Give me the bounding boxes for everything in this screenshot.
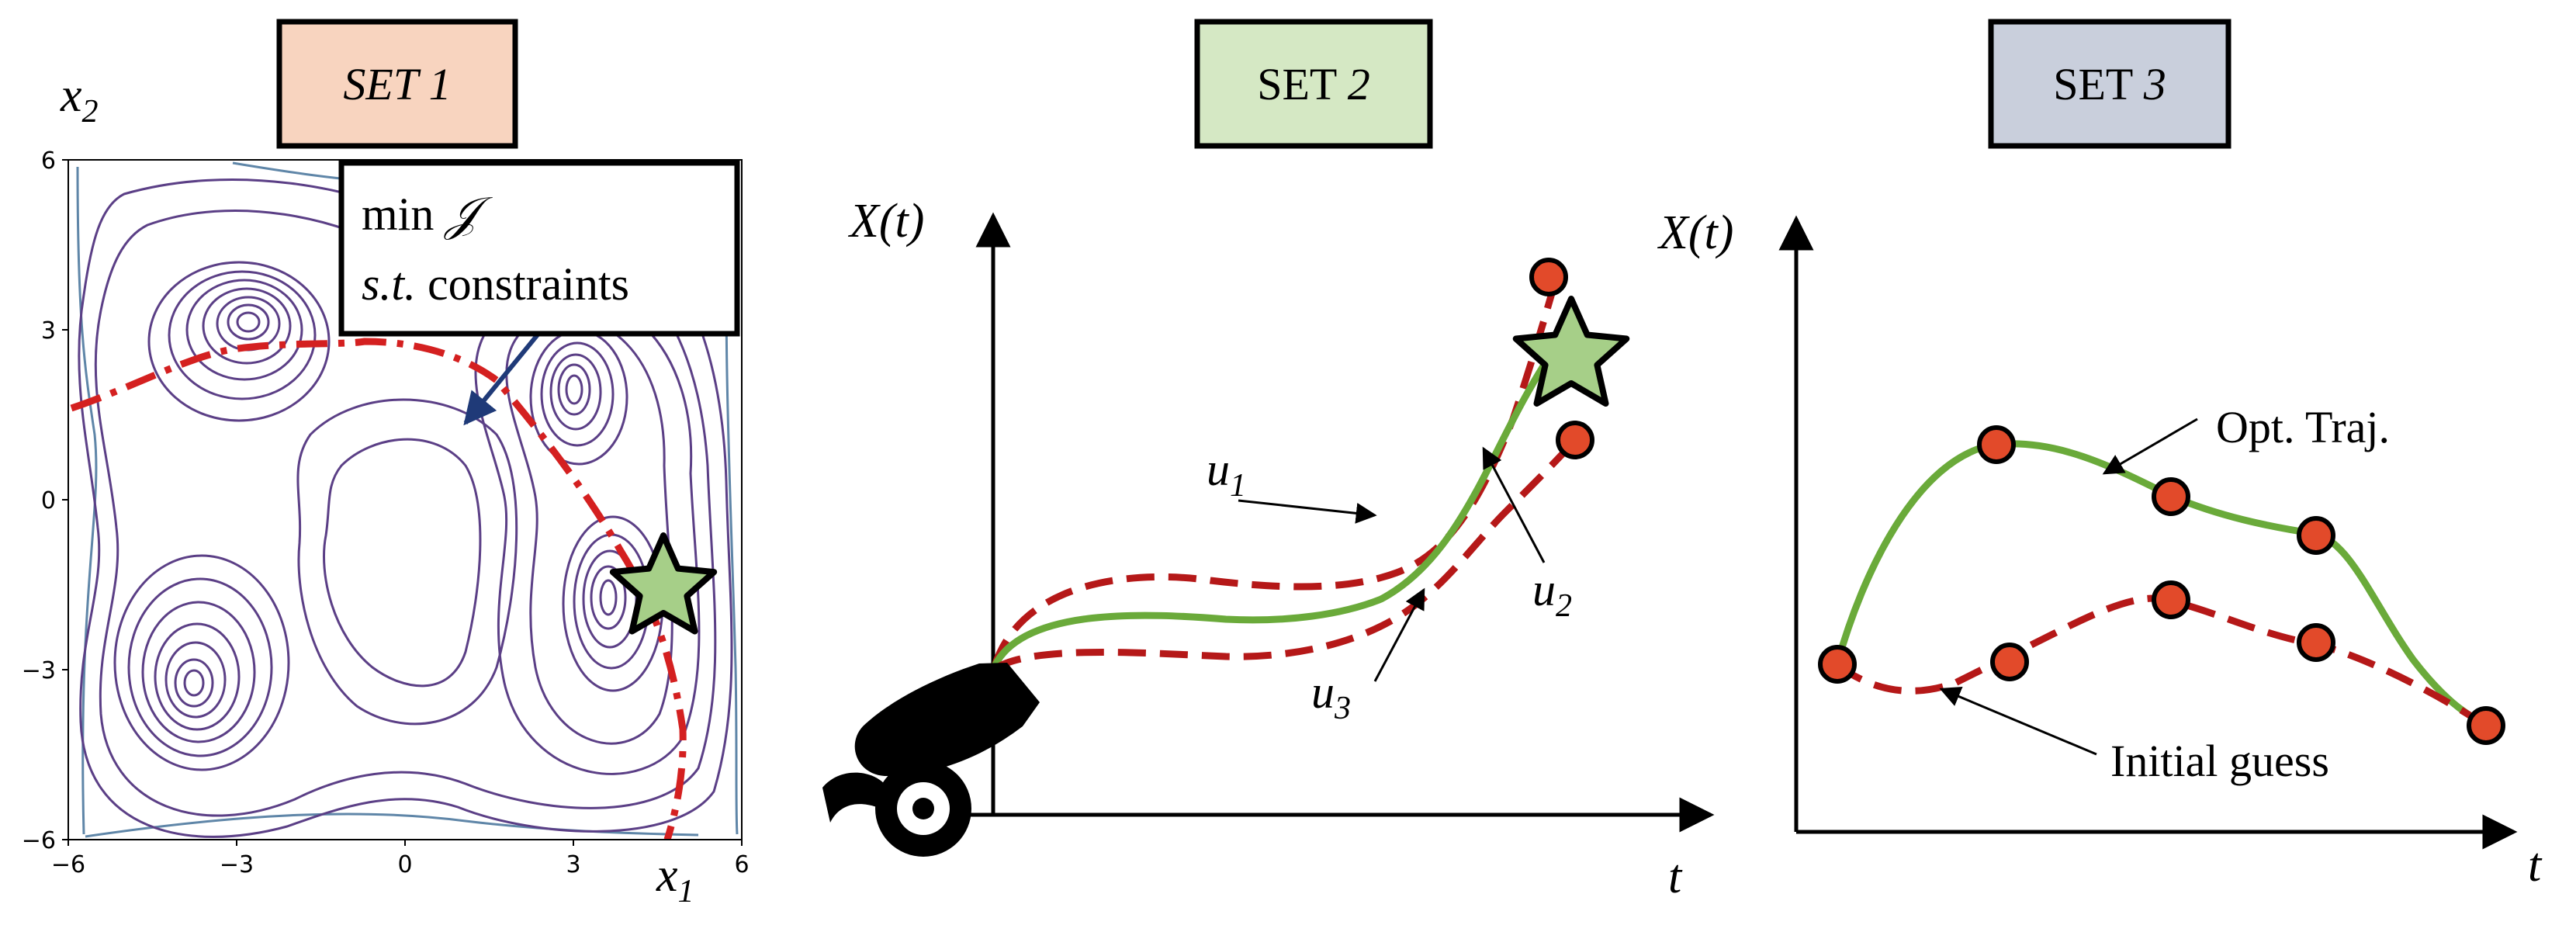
set2-u1-arrow [1238, 499, 1377, 524]
set1-x-tick: −6 [51, 851, 85, 878]
set1-x-tick: 6 [734, 851, 749, 878]
set3-node-dot [1977, 425, 2016, 464]
set1-x-tick: 3 [566, 851, 580, 878]
set2-u3-arrow [1373, 587, 1425, 682]
set2-u2-label: u2 [1532, 564, 1572, 624]
set1-y-tick: −3 [22, 657, 56, 684]
set3-node-dot [2467, 706, 2505, 745]
set2-u3-label: u3 [1311, 667, 1351, 726]
set3-x-axis-label: t [2528, 839, 2543, 892]
set1-badge-label: SET 1 [343, 59, 451, 109]
cannon-icon [822, 663, 1040, 857]
set1-callout: min 𝒥 s.t. constraints [338, 160, 740, 337]
set3-node-dot [2152, 477, 2190, 516]
set2-x-axis-label: t [1668, 851, 1683, 903]
set2-y-axis-label: X(t) [847, 195, 924, 248]
panel-set-3: SET 3 X(t) t Opt. Traj. Initial guess [1657, 19, 2543, 892]
set3-badge-label: SET 3 [2053, 59, 2166, 109]
set2-u2-endpoint [1556, 421, 1594, 459]
set1-y-tick: 3 [41, 317, 56, 345]
set1-ticks: −6 −3 0 3 6 6 3 0 −3 −6 [22, 147, 750, 878]
set3-optimal-arrow [2102, 417, 2198, 475]
set1-x-tick: −3 [220, 851, 254, 878]
set3-node-dot [2297, 516, 2335, 555]
set1-x-tick: 0 [397, 851, 412, 878]
set1-trajectory [70, 338, 687, 840]
set2-optimal-trajectory [991, 339, 1563, 668]
set1-y-axis-label: x2 [60, 69, 99, 130]
set1-callout-line1: min 𝒥 [362, 189, 493, 240]
panel-set-2: SET 2 X(t) t u1 u2 u3 [822, 19, 1715, 903]
set1-y-tick: 6 [41, 147, 56, 175]
set1-callout-line2: s.t. constraints [362, 258, 629, 310]
set3-guess-arrow [1939, 686, 2097, 756]
set2-u1-label: u1 [1207, 444, 1246, 504]
set3-y-axis-label: X(t) [1657, 206, 1733, 259]
set3-node-dot [1990, 643, 2029, 681]
set1-target-star-icon [609, 532, 718, 635]
set2-u1-trajectory [991, 292, 1556, 667]
set3-initial-guess-trajectory [1835, 594, 2488, 729]
set3-node-dot [1818, 645, 1857, 684]
set3-optimal-label: Opt. Traj. [2216, 402, 2390, 452]
set1-y-tick: −6 [22, 827, 56, 854]
set1-x-axis-label: x1 [656, 849, 694, 909]
set2-badge-label: SET 2 [1257, 59, 1370, 109]
set3-node-dot [2152, 580, 2190, 619]
set3-badge: SET 3 [1988, 19, 2231, 149]
set3-optimal-trajectory [1833, 440, 2488, 729]
set2-target-star-icon [1512, 296, 1630, 407]
panel-set-1: SET 1 x2 x1 −6 −3 0 3 6 6 3 0 −3 −6 [22, 19, 750, 909]
set1-plot-frame [68, 159, 743, 840]
set1-callout-arrow [463, 332, 541, 426]
set1-badge: SET 1 [276, 19, 518, 149]
set2-u2-arrow [1482, 446, 1546, 563]
set3-guess-label: Initial guess [2110, 736, 2329, 786]
set1-y-tick: 0 [41, 487, 56, 514]
set2-u3-trajectory [992, 438, 1578, 672]
set2-badge: SET 2 [1194, 19, 1433, 149]
set3-node-dot [2297, 623, 2335, 662]
set2-u1-endpoint [1529, 258, 1568, 296]
